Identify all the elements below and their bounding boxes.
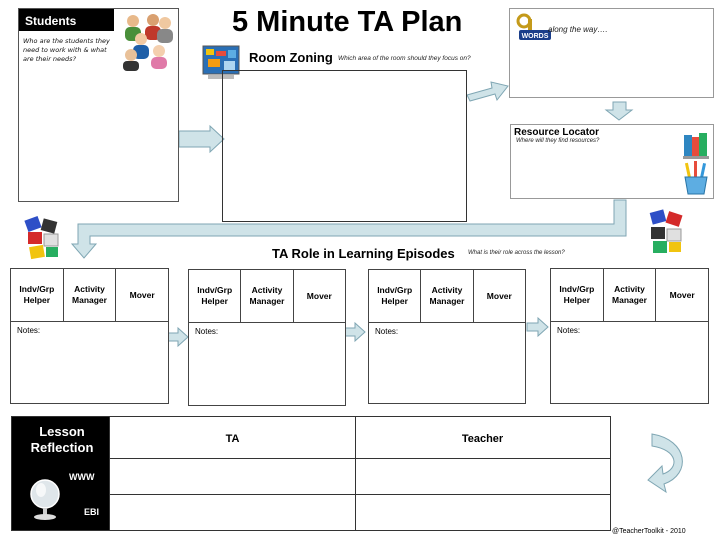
room-zoning-question: Which area of the room should they focus… [338,55,471,62]
arrow-right-icon [178,124,225,154]
role-mover[interactable]: Mover [486,290,512,301]
map-icon [202,45,240,79]
role-helper[interactable]: Indv/Grp Helper [369,270,422,322]
arrow-right-icon [344,321,366,343]
people-icon [123,14,173,71]
episode-notes-label: Notes: [375,327,399,336]
ta-column-heading: TA [225,433,240,445]
pencils-icon [684,161,708,195]
role-mover[interactable]: Mover [669,289,695,300]
episode-roles: Indv/Grp Helper Activity Manager Mover [551,269,708,322]
episode-notes-label: Notes: [557,326,581,335]
episode-roles: Indv/Grp Helper Activity Manager Mover [369,270,525,323]
words-panel[interactable]: WORDS along the way…. [509,8,714,98]
arrow-down-icon [604,101,634,121]
resource-locator-panel[interactable]: Resource Locator Where will they find re… [510,124,714,199]
arrow-right-icon [526,316,549,338]
arrow-right-icon [167,326,189,348]
episode-card[interactable]: Indv/Grp Helper Activity Manager Mover N… [10,268,169,404]
teacher-column [355,417,610,530]
lesson-reflection-heading: Lesson Reflection [30,424,94,455]
episode-roles: Indv/Grp Helper Activity Manager Mover [11,269,168,322]
role-activity-manager[interactable]: Activity Manager [604,269,657,321]
ta-ebi-cell[interactable] [110,495,355,530]
page-title: 5 Minute TA Plan [232,6,463,38]
role-activity-manager[interactable]: Activity Manager [421,270,474,322]
episode-notes-label: Notes: [17,326,41,335]
episode-roles: Indv/Grp Helper Activity Manager Mover [189,270,345,323]
key-icon: WORDS [516,13,551,40]
teacher-ebi-cell[interactable] [356,495,610,530]
arrow-up-right-icon [466,81,509,102]
room-zoning-area[interactable] [222,70,467,222]
teacher-column-heading: Teacher [461,433,504,445]
episode-card[interactable]: Indv/Grp Helper Activity Manager Mover N… [188,269,346,406]
episode-card[interactable]: Indv/Grp Helper Activity Manager Mover N… [550,268,709,404]
students-panel: Students Who are the students they need … [18,8,179,202]
role-mover[interactable]: Mover [129,289,155,300]
ta-role-question: What is their role across the lesson? [468,250,565,256]
ta-column [109,417,356,530]
episode-notes-label: Notes: [195,327,219,336]
ta-www-cell[interactable] [110,459,355,494]
books-icon [683,133,709,159]
episode-card[interactable]: Indv/Grp Helper Activity Manager Mover N… [368,269,526,404]
puzzle-icon [649,209,683,253]
role-activity-manager[interactable]: Activity Manager [241,270,294,322]
row-divider [109,458,610,459]
words-badge: WORDS [522,33,549,40]
role-helper[interactable]: Indv/Grp Helper [551,269,604,321]
teacher-www-cell[interactable] [356,459,610,494]
ebi-label: EBI [84,507,100,517]
curved-arrow-icon [647,433,683,494]
www-label: WWW [69,472,95,482]
words-caption: along the way…. [548,25,608,34]
role-helper[interactable]: Indv/Grp Helper [11,269,64,321]
puzzle-icon [24,215,59,260]
role-mover[interactable]: Mover [306,290,332,301]
resource-locator-question: Where will they find resources? [516,138,600,144]
role-activity-manager[interactable]: Activity Manager [64,269,117,321]
role-helper[interactable]: Indv/Grp Helper [189,270,242,322]
arrow-elbow-icon [70,199,627,259]
reflection-label-column: Lesson Reflection WWW EBI [12,417,109,530]
globe-icon [30,479,60,520]
footer-credit: @TeacherToolkit - 2010 [612,528,686,535]
ta-role-heading: TA Role in Learning Episodes [272,246,455,261]
row-divider [109,494,610,495]
students-heading: Students [19,9,114,31]
room-zoning-heading: Room Zoning [249,50,333,65]
lesson-reflection-table: Lesson Reflection WWW EBI TA Teacher [11,416,611,531]
students-subtitle: Who are the students they need to work w… [23,37,110,63]
resource-locator-heading: Resource Locator [514,127,600,138]
